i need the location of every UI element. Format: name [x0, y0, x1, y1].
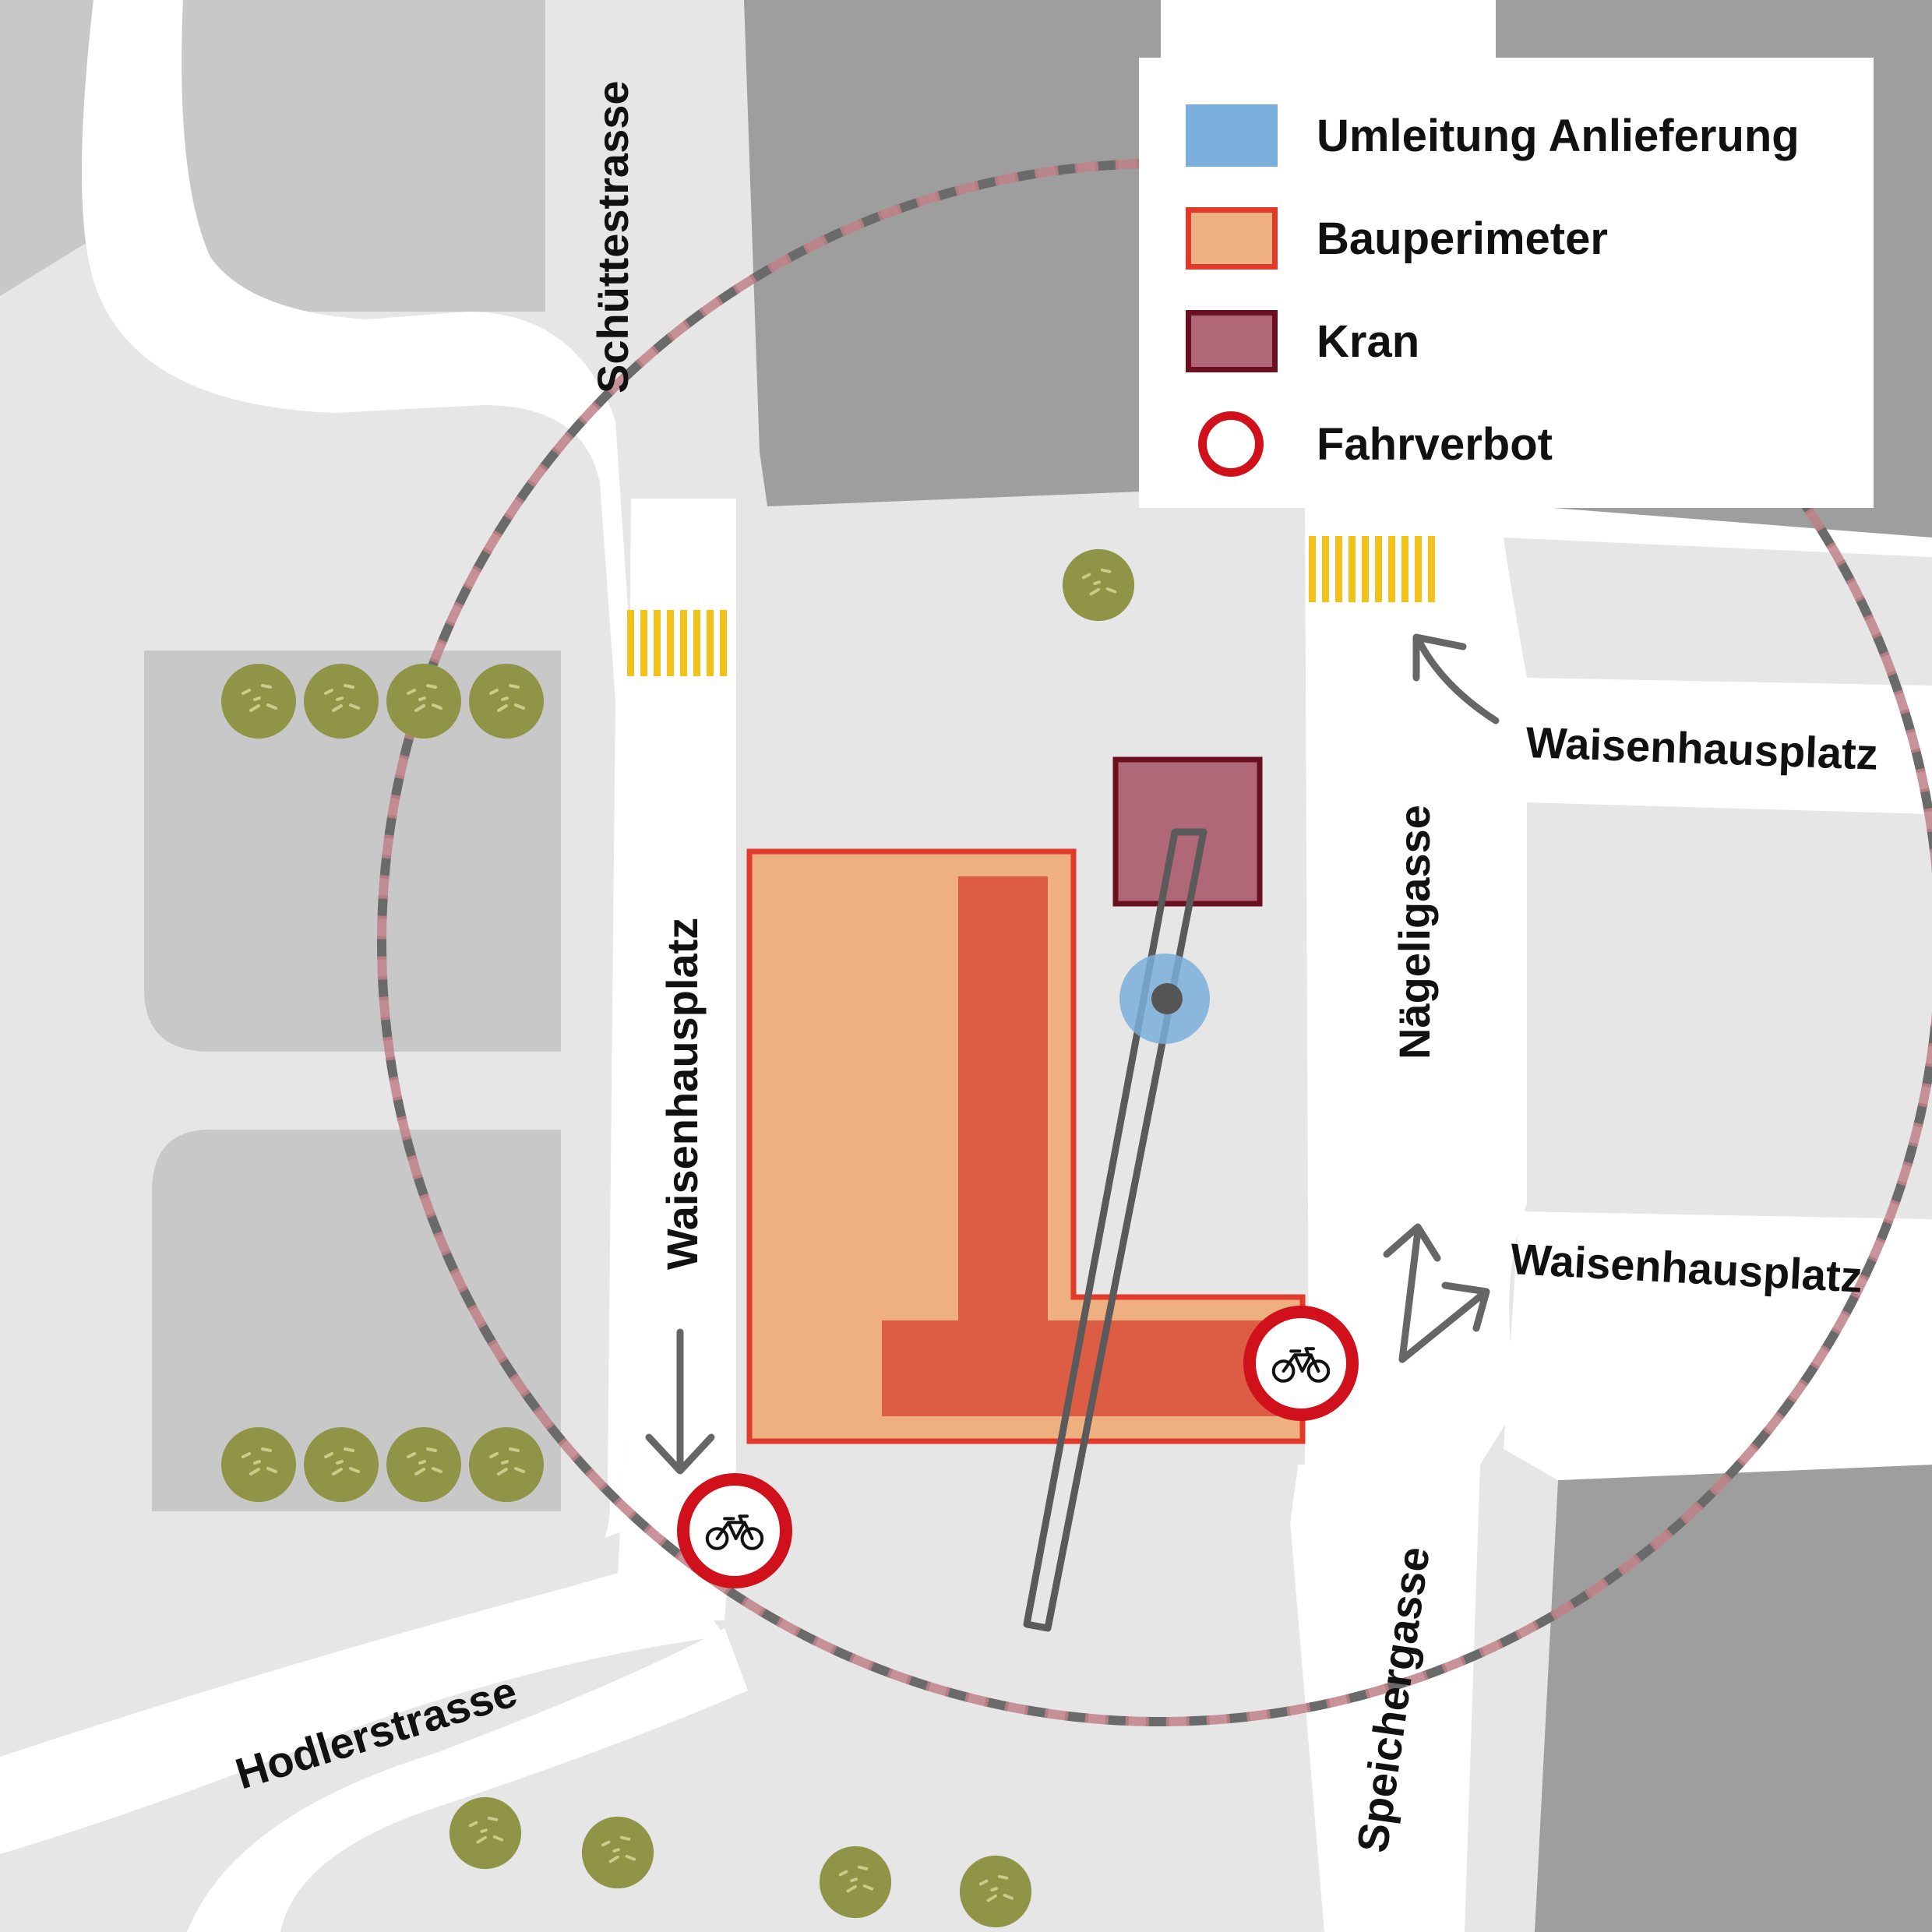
tree-icon — [1061, 548, 1136, 622]
road-hodler-curve — [187, 1628, 748, 1932]
map-legend: Umleitung Anlieferung Bauperimeter Kran … — [1139, 58, 1874, 508]
legend-item-crane: Kran — [1139, 290, 1874, 393]
tree-icon — [467, 1426, 545, 1504]
crosswalk-west — [627, 610, 727, 676]
building-top-center — [744, 0, 1161, 506]
label-waisenhausplatz-west: Waisenhausplatz — [658, 918, 707, 1270]
road-south-curve — [0, 1558, 724, 1854]
no-entry-sign-west — [677, 1473, 792, 1588]
tree-icon — [220, 662, 298, 740]
tree-icon — [302, 662, 380, 740]
legend-label: Bauperimeter — [1317, 213, 1608, 264]
crosswalk-east — [1309, 536, 1435, 602]
legend-item-no-entry: Fahrverbot — [1139, 393, 1874, 495]
crane-radius-grey — [377, 159, 1932, 1726]
road-waisenhausplatz-west — [615, 499, 736, 1620]
legend-label: Kran — [1317, 316, 1420, 367]
block-left-lower — [152, 1130, 561, 1511]
crane-swatch — [1186, 310, 1278, 372]
construction-building — [882, 876, 1293, 1416]
tree-icon — [385, 1426, 463, 1504]
label-schuettestrasse: Schüttestrasse — [588, 80, 637, 393]
arrow-icon — [1383, 1223, 1490, 1363]
tree-icon — [220, 1426, 298, 1504]
road-waisenhausplatz-e — [1504, 1211, 1932, 1480]
tree-icon — [467, 662, 545, 740]
building-top-left — [0, 0, 101, 296]
tree-icon — [448, 1796, 523, 1870]
road-naegeligasse — [1305, 499, 1527, 1932]
arrow-icon — [1412, 633, 1500, 724]
block-right-middle — [1511, 802, 1932, 1211]
block-left-upper — [144, 650, 561, 1052]
building-bottom-right — [1535, 1465, 1932, 1932]
detour-swatch — [1186, 104, 1278, 167]
road-ne-light-block — [1504, 538, 1932, 686]
legend-label: Umleitung Anlieferung — [1317, 110, 1800, 161]
construction-swatch — [1186, 207, 1278, 270]
tree-icon — [818, 1845, 893, 1920]
no-entry-sign-east — [1243, 1306, 1359, 1421]
block-top-inner — [179, 0, 545, 312]
legend-item-detour: Umleitung Anlieferung — [1139, 84, 1874, 187]
label-naegeligasse: Nägeligasse — [1390, 805, 1439, 1059]
tree-icon — [385, 662, 463, 740]
arrow-icon — [645, 1328, 715, 1475]
tree-icon — [580, 1815, 655, 1890]
legend-item-construction: Bauperimeter — [1139, 187, 1874, 290]
crane-jib — [1023, 828, 1208, 1632]
legend-label: Fahrverbot — [1317, 418, 1553, 470]
no-entry-ring — [1198, 411, 1264, 477]
tree-icon — [302, 1426, 380, 1504]
tree-icon — [958, 1854, 1033, 1929]
crane-pivot — [1151, 983, 1183, 1014]
